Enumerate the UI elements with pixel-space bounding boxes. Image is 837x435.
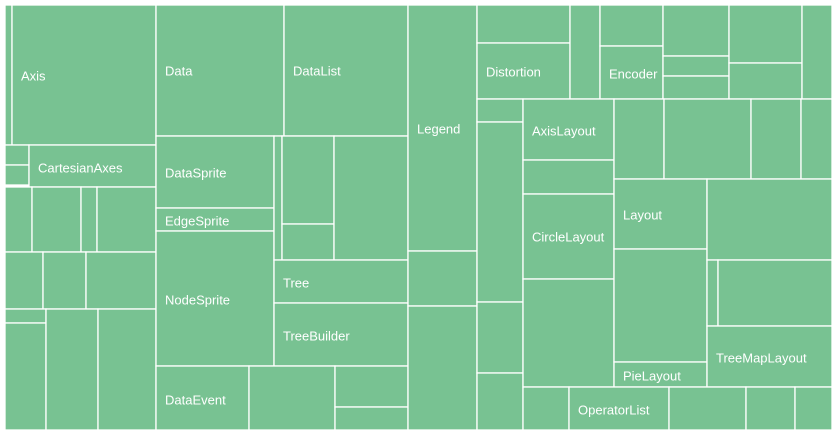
treemap-cell <box>85 251 157 310</box>
treemap-cell <box>706 325 833 388</box>
treemap-cell <box>599 4 664 47</box>
treemap-cell <box>568 386 670 431</box>
treemap-cell <box>4 4 13 146</box>
treemap-cell <box>4 164 30 186</box>
treemap-label-axis: Axis <box>21 68 46 83</box>
treemap-cell <box>476 4 571 44</box>
treemap-label-tree-map-layout: TreeMapLayout <box>716 350 807 365</box>
treemap-cell <box>97 308 157 431</box>
treemap-cell <box>281 223 335 261</box>
treemap-cell <box>717 259 833 327</box>
treemap-cell <box>476 372 524 431</box>
treemap-label-axis-layout: AxisLayout <box>532 123 596 138</box>
treemap-cell <box>728 62 803 100</box>
treemap-cell <box>706 259 719 327</box>
treemap-cell <box>407 4 478 252</box>
treemap-cell <box>800 98 833 180</box>
treemap-cell <box>522 193 615 280</box>
treemap-cell <box>750 98 802 180</box>
treemap-cell <box>745 386 796 431</box>
treemap-cell <box>476 301 524 374</box>
treemap-label-legend: Legend <box>417 121 460 136</box>
treemap-label-data: Data <box>165 63 193 78</box>
treemap-cell <box>80 186 98 253</box>
treemap-cell <box>155 4 285 137</box>
treemap-label-encoder: Encoder <box>609 66 658 81</box>
treemap-cell <box>45 308 99 431</box>
treemap-label-node-sprite: NodeSprite <box>165 292 230 307</box>
treemap-cell <box>407 305 478 431</box>
treemap-cell <box>4 308 47 324</box>
treemap-cell <box>4 186 33 253</box>
treemap-cell <box>599 45 664 100</box>
treemap-cell <box>4 251 44 310</box>
treemap-cell <box>794 386 833 431</box>
treemap-label-data-list: DataList <box>293 63 341 78</box>
treemap-cell <box>273 302 409 367</box>
treemap-label-circle-layout: CircleLayout <box>532 229 605 244</box>
treemap-cell <box>28 144 157 188</box>
treemap-cell <box>4 322 47 431</box>
treemap-label-data-sprite: DataSprite <box>165 165 226 180</box>
treemap-cell <box>522 386 570 431</box>
treemap-cell <box>4 144 30 166</box>
treemap-cell <box>662 4 730 57</box>
treemap-cell <box>613 98 665 180</box>
treemap-cell <box>663 98 752 180</box>
treemap-label-pie-layout: PieLayout <box>623 368 681 383</box>
treemap-cell <box>476 98 524 123</box>
treemap-cell <box>476 121 524 303</box>
treemap-cell <box>706 178 833 261</box>
treemap-cell <box>283 4 409 137</box>
treemap-cell <box>42 251 87 310</box>
treemap-cell <box>407 250 478 307</box>
treemap-cell <box>522 98 615 161</box>
treemap-cell <box>273 135 283 261</box>
treemap-label-distortion: Distortion <box>486 64 541 79</box>
treemap-cell <box>281 135 335 225</box>
treemap-cell <box>728 4 803 64</box>
treemap-label-layout: Layout <box>623 207 662 222</box>
treemap-cell <box>613 178 708 250</box>
treemap-cell <box>334 365 409 408</box>
treemap-cell <box>333 135 409 261</box>
treemap-label-edge-sprite: EdgeSprite <box>165 213 229 228</box>
treemap-cell <box>96 186 157 253</box>
treemap-cell <box>613 361 708 388</box>
treemap-cell <box>662 75 730 100</box>
treemap-cell <box>155 365 250 431</box>
treemap-label-tree: Tree <box>283 275 309 290</box>
treemap-cell <box>668 386 747 431</box>
treemap-label-data-event: DataEvent <box>165 392 226 407</box>
treemap-label-operator-list: OperatorList <box>578 402 650 417</box>
treemap-cell <box>522 278 615 388</box>
treemap-cell <box>248 365 336 431</box>
treemap-label-cartesian-axes: CartesianAxes <box>38 160 123 175</box>
treemap-cell <box>31 186 82 253</box>
treemap-cell <box>569 4 601 100</box>
treemap-cell <box>334 406 409 431</box>
treemap-cell <box>801 4 833 100</box>
treemap-cell <box>613 248 708 363</box>
treemap-cell <box>522 159 615 195</box>
treemap-label-tree-builder: TreeBuilder <box>283 328 350 343</box>
treemap-cell <box>11 4 157 146</box>
treemap-cell <box>662 55 730 77</box>
